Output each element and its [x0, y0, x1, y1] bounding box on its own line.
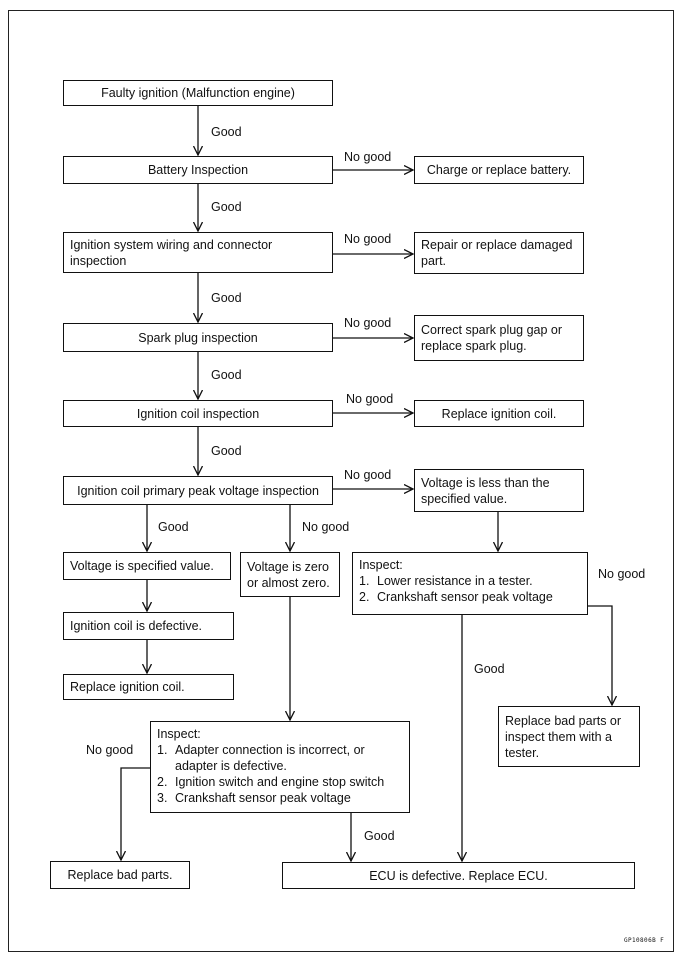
label-no-good-3: No good: [344, 316, 392, 330]
node-charge-replace-battery: Charge or replace battery.: [414, 156, 584, 184]
arrow-inspectb-replacebad: [121, 767, 150, 860]
node-inspect-tester: Inspect: 1. Lower resistance in a tester.…: [352, 552, 588, 615]
label-good-1: Good: [211, 125, 242, 139]
node-replace-ignition-coil-1: Replace ignition coil.: [414, 400, 584, 427]
node-battery-inspection: Battery Inspection: [63, 156, 333, 184]
label-good-2: Good: [211, 200, 242, 214]
inspect-a-num-1: 1.: [359, 574, 370, 588]
label-no-good-1: No good: [344, 150, 392, 164]
node-spark-plug-inspection: Spark plug inspection: [63, 323, 333, 352]
node-voltage-less: Voltage is less than the specified value…: [414, 469, 584, 512]
node-ignition-coil-inspection: Ignition coil inspection: [63, 400, 333, 427]
label-good-5: Good: [211, 444, 242, 458]
inspect-a-item-2: Crankshaft sensor peak voltage: [377, 590, 553, 604]
node-peak-voltage-inspection: Ignition coil primary peak voltage inspe…: [63, 476, 333, 505]
inspect-a-title: Inspect:: [359, 558, 403, 572]
label-good-7: Good: [474, 662, 505, 676]
label-no-good-5: No good: [344, 468, 392, 482]
inspect-b-item-1: Adapter connection is incorrect, or adap…: [175, 743, 365, 773]
label-no-good-7: No good: [598, 567, 646, 581]
label-no-good-8: No good: [86, 743, 134, 757]
inspect-b-num-3: 3.: [157, 791, 168, 805]
label-good-4: Good: [211, 368, 242, 382]
label-good-8: Good: [364, 829, 395, 843]
node-replace-bad-parts: Replace bad parts.: [50, 861, 190, 889]
node-voltage-specified: Voltage is specified value.: [63, 552, 231, 580]
figure-code: GP10806B F: [624, 937, 665, 944]
label-no-good-2: No good: [344, 232, 392, 246]
inspect-b-num-2: 2.: [157, 775, 168, 789]
node-wiring-inspection: Ignition system wiring and connector ins…: [63, 232, 333, 273]
inspect-b-item-3: Crankshaft sensor peak voltage: [175, 791, 351, 805]
diagram-frame: [8, 10, 674, 952]
inspect-b-item-2: Ignition switch and engine stop switch: [175, 775, 385, 789]
label-good-6: Good: [158, 520, 189, 534]
inspect-b-num-1: 1.: [157, 743, 168, 757]
label-no-good-6: No good: [302, 520, 350, 534]
node-faulty-ignition: Faulty ignition (Malfunction engine): [63, 80, 333, 106]
node-replace-ignition-coil-2: Replace ignition coil.: [63, 674, 234, 700]
node-ecu-defective: ECU is defective. Replace ECU.: [282, 862, 635, 889]
inspect-b-title: Inspect:: [157, 727, 201, 741]
node-correct-spark-plug: Correct spark plug gap or replace spark …: [414, 315, 584, 361]
node-voltage-zero: Voltage is zero or almost zero.: [240, 552, 340, 597]
inspect-a-num-2: 2.: [359, 590, 370, 604]
node-ignition-coil-defective: Ignition coil is defective.: [63, 612, 234, 640]
inspect-a-item-1: Lower resistance in a tester.: [377, 574, 533, 588]
node-repair-replace-part: Repair or replace damaged part.: [414, 232, 584, 274]
node-replace-bad-parts-tester: Replace bad parts or inspect them with a…: [498, 706, 640, 767]
node-inspect-adapter: Inspect: 1. Adapter connection is incorre…: [150, 721, 410, 813]
label-no-good-4: No good: [346, 392, 394, 406]
arrow-inspecta-badparts: [588, 605, 612, 705]
label-good-3: Good: [211, 291, 242, 305]
